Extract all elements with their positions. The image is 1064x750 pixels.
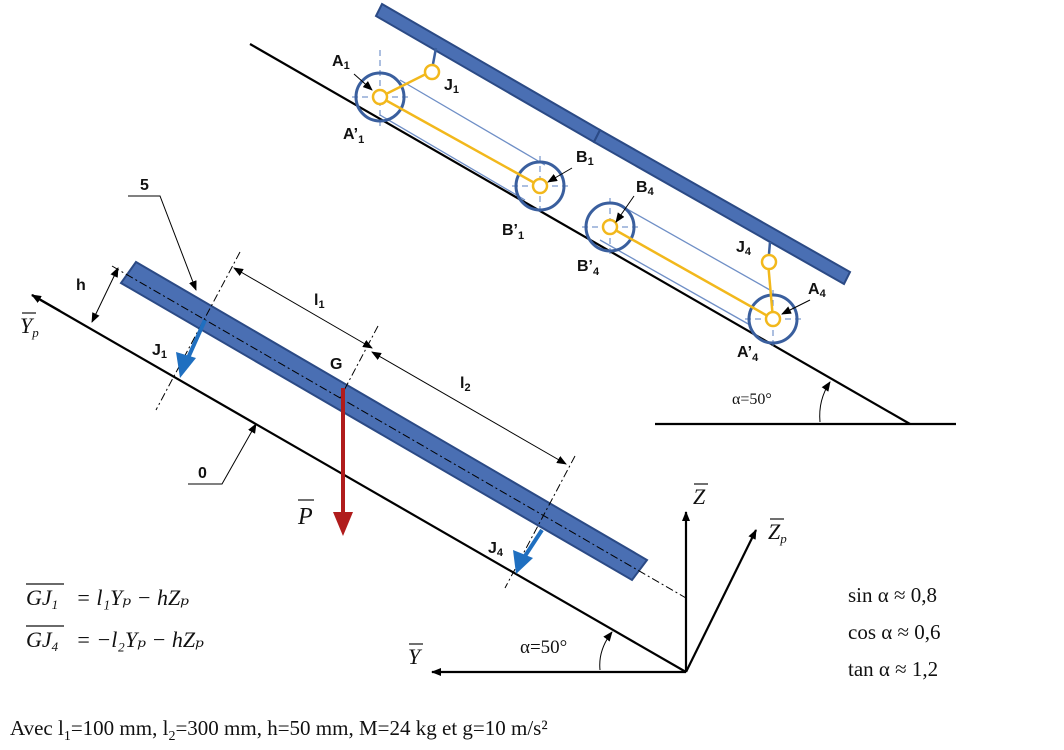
label-p: P (297, 504, 313, 530)
label-b1: B1 (576, 149, 594, 168)
dim-tick-left (155, 251, 241, 411)
upper-angle-arc (819, 381, 831, 423)
leader-a4 (781, 299, 811, 315)
upper-bar-segment-2 (592, 128, 852, 286)
leader-b4 (615, 195, 635, 223)
eq2-rhs: = −l₂Yₚ − hZₚ (76, 627, 204, 652)
roller-b1 (514, 160, 566, 212)
joint-j1-stem (431, 47, 438, 65)
label-b4: B4 (636, 179, 655, 198)
main-bar (119, 260, 649, 582)
label-j1: J1 (444, 77, 459, 96)
leader-a1 (353, 73, 373, 91)
upper-bar-segment-1 (374, 2, 602, 144)
bar-centerline (111, 265, 687, 599)
dim-l1 (233, 267, 373, 349)
label-a4: A4 (808, 281, 827, 300)
equations: GJ1 = l₁Yₚ − hZₚ GJ4 = −l₂Yₚ − hZₚ (26, 583, 204, 654)
linkage-1-arm (379, 95, 541, 188)
label-j4: J4 (736, 239, 752, 258)
label-y: Y (408, 644, 423, 669)
upper-view: α=50° (249, 2, 956, 426)
label-5: 5 (140, 177, 149, 194)
pivot-a4 (764, 310, 782, 328)
lower-incline-line (31, 294, 687, 673)
pivot-a1 (371, 88, 389, 106)
eq1-rhs: = l₁Yₚ − hZₚ (76, 585, 189, 610)
pivot-b1 (531, 177, 549, 195)
sin-value: sin α ≈ 0,8 (848, 583, 937, 607)
label-z: Z (693, 484, 706, 509)
label-j1-lower: J1 (152, 342, 167, 361)
pivot-b4 (601, 218, 619, 236)
label-l2: l2 (460, 375, 471, 394)
linkage-4-arm (609, 225, 774, 321)
force-j1-arrow (186, 319, 207, 359)
lower-angle-arc (599, 631, 613, 671)
upper-link-line-1b (379, 114, 526, 201)
eq1-lhs: GJ1 (26, 585, 58, 612)
leader-5 (128, 195, 197, 291)
upper-link-line-1a (399, 79, 546, 166)
tan-value: tan α ≈ 1,2 (848, 657, 938, 681)
upper-link-line-4a (619, 204, 771, 291)
label-a1-prime: A’1 (343, 126, 364, 146)
roller-a1 (354, 71, 406, 123)
label-a4-prime: A’4 (737, 344, 759, 364)
eq2-lhs: GJ4 (26, 627, 59, 654)
upper-incline-line (249, 43, 911, 425)
label-l1: l1 (314, 292, 325, 311)
caption-text: Avec l1=100 mm, l2=300 mm, h=50 mm, M=24… (10, 716, 548, 745)
label-yp: Yp (20, 313, 39, 340)
upper-link-line-4b (599, 239, 751, 326)
label-0: 0 (198, 465, 207, 482)
linkage-1 (379, 70, 431, 99)
dim-l2 (371, 351, 567, 465)
zp-axis-line (685, 529, 757, 673)
upper-alpha-label: α=50° (732, 391, 772, 408)
yp-axis-arrow (31, 294, 61, 312)
leader-b1 (547, 167, 573, 183)
trig-values: sin α ≈ 0,8 cos α ≈ 0,6 tan α ≈ 1,2 (848, 583, 941, 681)
lower-alpha-label: α=50° (520, 637, 567, 658)
dim-tick-g (339, 325, 379, 399)
lower-view: α=50° l1 l2 h 5 0 G P J1 (20, 177, 787, 676)
force-j4-arrow (523, 528, 544, 558)
label-g: G (330, 356, 342, 373)
roller-a4 (747, 293, 799, 345)
label-zp: Zp (768, 519, 787, 546)
joint-j4 (760, 253, 778, 271)
force-j1-head (176, 352, 196, 378)
force-j4-head (513, 550, 533, 574)
leader-0 (188, 423, 257, 485)
label-b4-prime: B’4 (577, 258, 600, 278)
cos-value: cos α ≈ 0,6 (848, 620, 941, 644)
label-b1-prime: B’1 (502, 222, 524, 242)
joint-j4-stem (767, 241, 772, 255)
dim-h (91, 267, 119, 323)
roller-b4 (584, 201, 636, 253)
label-a1: A1 (332, 53, 350, 72)
label-j4-lower: J4 (488, 540, 504, 559)
linkage-4-up (766, 261, 775, 320)
joint-j1 (423, 63, 441, 81)
label-h: h (76, 277, 86, 294)
weight-arrow-head (333, 512, 353, 536)
